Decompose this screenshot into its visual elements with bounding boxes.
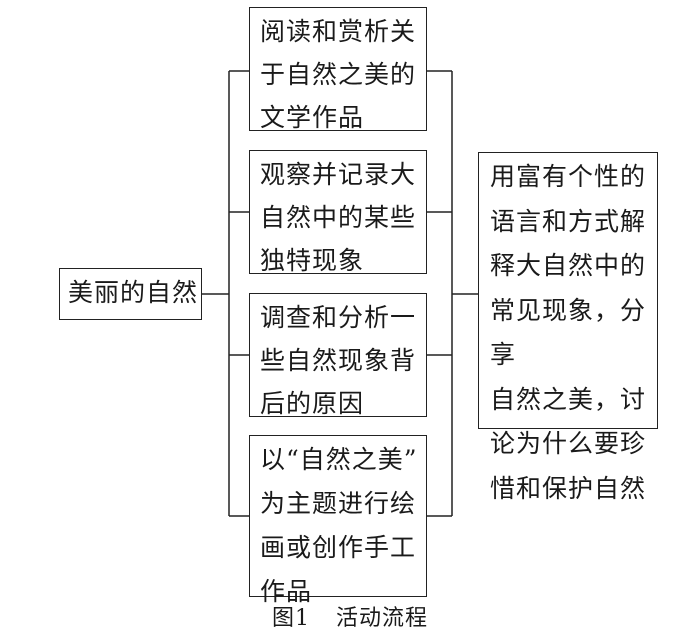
activity-box-2: 观察并记录大 自然中的某些 独特现象 <box>249 150 427 275</box>
activity-box-4: 以“自然之美” 为主题进行绘 画或创作手工 作品 <box>249 435 427 606</box>
activity-2-line-3: 独特现象 <box>260 246 365 275</box>
activity-2-line-1: 观察并记录大 <box>260 160 417 189</box>
goal-line-4: 常见现象，分享 <box>490 295 647 370</box>
activity-1-line-1: 阅读和赏析关 <box>260 17 417 46</box>
activity-3-line-3: 后的原因 <box>260 389 365 418</box>
goal-box: 用富有个性的 语言和方式解 释大自然中的 常见现象，分享 自然之美，讨 论为什么… <box>478 152 658 503</box>
goal-line-6: 论为什么要珍 <box>490 429 647 458</box>
activity-3-line-2: 些自然现象背 <box>260 346 417 375</box>
activity-1-line-2: 于自然之美的 <box>260 60 417 89</box>
goal-line-1: 用富有个性的 <box>490 162 647 191</box>
goal-line-7: 惜和保护自然 <box>490 473 647 503</box>
goal-line-3: 释大自然中的 <box>490 251 647 280</box>
activity-box-3: 调查和分析一 些自然现象背 后的原因 <box>249 293 427 418</box>
goal-line-5: 自然之美，讨 <box>490 384 647 414</box>
activity-1-line-3: 文学作品 <box>260 103 365 132</box>
goal-line-2: 语言和方式解 <box>490 206 647 236</box>
activity-4-line-4: 作品 <box>260 577 313 606</box>
root-topic-box: 美丽的自然 <box>59 268 202 320</box>
activity-4-line-3: 画或创作手工 <box>260 533 417 562</box>
activity-box-1: 阅读和赏析关 于自然之美的 文学作品 <box>249 7 427 132</box>
activity-2-line-2: 自然中的某些 <box>260 203 417 232</box>
figure-caption: 图1 活动流程 <box>0 601 700 637</box>
activity-3-line-1: 调查和分析一 <box>260 303 417 332</box>
figure-title: 活动流程 <box>335 606 428 631</box>
root-topic-label: 美丽的自然 <box>68 278 199 307</box>
activity-4-line-1: 以“自然之美” <box>260 445 418 474</box>
figure-number: 图1 <box>271 606 310 631</box>
activity-4-line-2: 为主题进行绘 <box>260 489 417 518</box>
